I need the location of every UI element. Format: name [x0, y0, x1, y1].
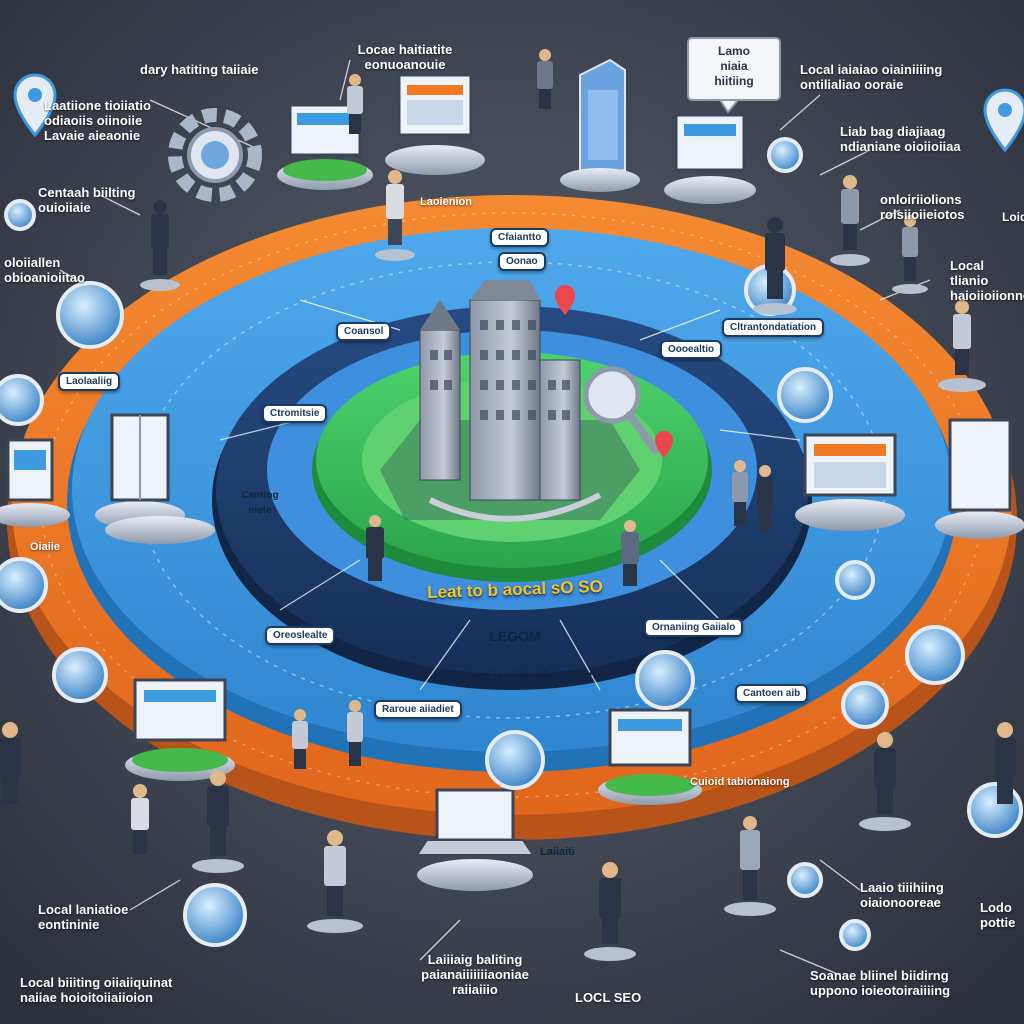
- chip-label: Cltrantondatiation: [722, 318, 824, 337]
- callout-left-2: Centaah biilting ouioiiaie: [38, 185, 178, 215]
- chip-label: Oreoslealte: [265, 626, 335, 645]
- chip-label: Cfaiantto: [490, 228, 549, 247]
- chip-label: Cantoen aib: [735, 684, 808, 703]
- bubble-text: Lamo niaia hiitiing: [694, 44, 774, 89]
- callout-bottom-right-1: Laaio tiiihiing oiaionooreae: [860, 880, 970, 910]
- ring-text-1: Laoienion: [420, 195, 500, 210]
- callout-right-2: Liab bag diajiaag ndianiane oioiioiiaa: [840, 124, 990, 154]
- ring-text-5: Cuioid tabionaiong: [690, 775, 820, 790]
- callout-bottom-right-2: Soanae bliinel biidirng uppono ioieotoir…: [810, 968, 990, 998]
- callout-top-left-small: dary hatiting taiiaie: [140, 62, 300, 77]
- chip-label: Ornaniing Gaiialo: [644, 618, 743, 637]
- hub-subtitle: LEGOM: [440, 628, 590, 644]
- chip-label: Oooealtio: [660, 340, 722, 359]
- callout-left-1: Laatiione tioiiatio odiaoiis oiinoiie La…: [44, 98, 214, 143]
- chip-label: Coansol: [336, 322, 391, 341]
- chip-label: Oonao: [498, 252, 546, 271]
- inner-caption: Soang iamitnation stistee: [450, 668, 610, 683]
- callout-right-3: onloiriiolions rolsiioiieiotos: [880, 192, 1000, 222]
- book-icon: [105, 516, 215, 544]
- chip-label: Raroue aiiadiet: [374, 700, 462, 719]
- callout-right-small: Loide: [1002, 210, 1024, 225]
- callout-right-top: Local iaiaiao oiainiiiing ontilialiao oo…: [800, 62, 1015, 92]
- callout-bottom-center: Laiiiaig baliting paianaiiiiiiiaoniae ra…: [395, 952, 555, 997]
- ring-text-4: Laiiaiti: [540, 845, 610, 860]
- inner-tag: SO: [362, 654, 381, 669]
- ring-text-2: Cantiog oiete: [225, 488, 295, 518]
- callout-right-4: Local tlianio haioiioiionne: [950, 258, 1024, 303]
- chip-label: Ctromitsie: [262, 404, 327, 423]
- chip-label: Laolaaliig: [58, 372, 120, 391]
- callout-bottom-right-3: Lodo pottie: [980, 900, 1024, 930]
- callout-left-3: oloiiallen obioanioiitao: [4, 255, 134, 285]
- callout-top-center: Locae haitiatite eonuoanouie: [330, 42, 480, 72]
- callout-bottom-left-2: Local biiiting oiiaiiquinat naiiae hoioi…: [20, 975, 240, 1005]
- callout-bottom-center-2: LOCL SEO: [575, 990, 665, 1005]
- ring-text-3: Oiaiie: [30, 540, 90, 555]
- callout-bottom-left-1: Local laniatioe eontininie: [38, 902, 178, 932]
